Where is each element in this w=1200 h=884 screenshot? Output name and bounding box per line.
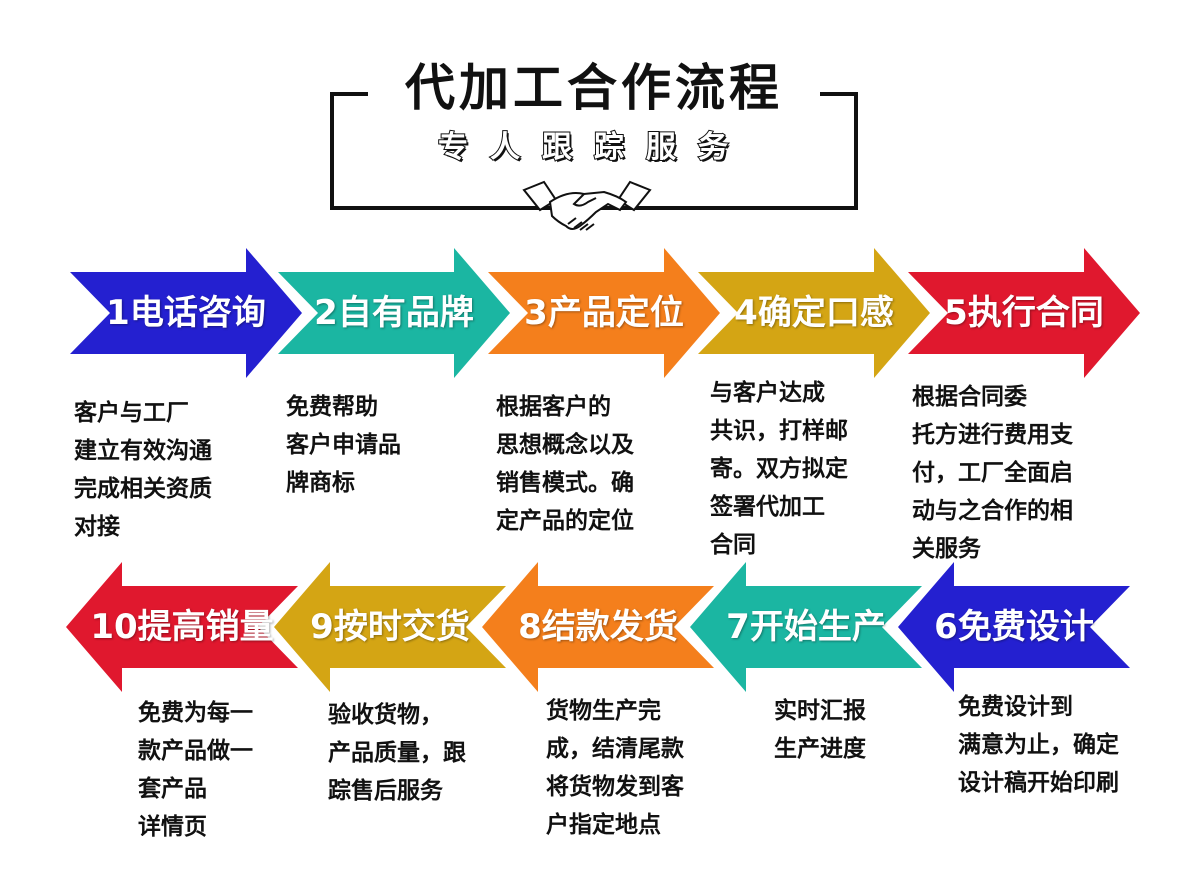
step-arrow-6: 6免费设计	[898, 562, 1130, 692]
step-label-5: 5执行合同	[944, 293, 1104, 333]
handshake-icon	[522, 176, 652, 242]
step-label-3: 3产品定位	[524, 293, 684, 333]
step-label-10: 10提高销量	[90, 607, 274, 647]
step-arrow-8: 8结款发货	[482, 562, 714, 692]
step-arrow-10: 10提高销量	[66, 562, 298, 692]
step-desc-5: 根据合同委 托方进行费用支 付，工厂全面启 动与之合作的相 关服务	[912, 384, 1073, 562]
step-label-6: 6免费设计	[934, 607, 1094, 647]
step-label-4: 4确定口感	[734, 293, 894, 333]
step-arrow-5: 5执行合同	[908, 248, 1140, 378]
step-arrow-9: 9按时交货	[274, 562, 506, 692]
step-desc-6: 免费设计到 满意为止，确定 设计稿开始印刷	[958, 694, 1119, 796]
step-label-9: 9按时交货	[310, 607, 470, 647]
step-desc-7: 实时汇报 生产进度	[774, 698, 866, 762]
page-title: 代加工合作流程	[405, 59, 783, 117]
step-desc-10: 免费为每一 款产品做一 套产品 详情页	[138, 700, 253, 840]
step-desc-2: 免费帮助 客户申请品 牌商标	[286, 394, 401, 496]
step-arrow-2: 2自有品牌	[278, 248, 510, 378]
step-desc-3: 根据客户的 思想概念以及 销售模式。确 定产品的定位	[496, 394, 634, 534]
step-arrow-3: 3产品定位	[488, 248, 720, 378]
page-subtitle: 专人跟踪服务	[437, 129, 750, 166]
step-label-2: 2自有品牌	[314, 293, 474, 333]
step-label-8: 8结款发货	[518, 607, 678, 647]
step-desc-9: 验收货物， 产品质量，跟 踪售后服务	[328, 702, 466, 804]
step-arrow-7: 7开始生产	[690, 562, 922, 692]
step-arrow-4: 4确定口感	[698, 248, 930, 378]
step-label-7: 7开始生产	[726, 607, 886, 647]
step-desc-1: 客户与工厂 建立有效沟通 完成相关资质 对接	[74, 400, 212, 540]
step-desc-4: 与客户达成 共识，打样邮 寄。双方拟定 签署代加工 合同	[710, 380, 848, 558]
step-desc-8: 货物生产完 成，结清尾款 将货物发到客 户指定地点	[546, 698, 684, 838]
step-label-1: 1电话咨询	[106, 293, 266, 333]
step-arrow-1: 1电话咨询	[70, 248, 302, 378]
